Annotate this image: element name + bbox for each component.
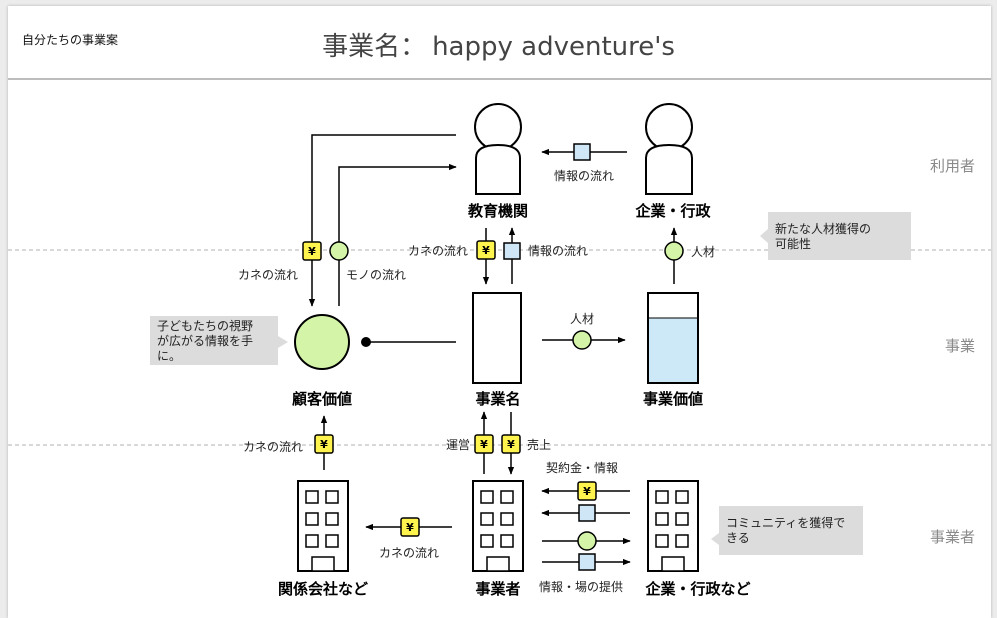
- yen-token-left: [302, 241, 322, 261]
- talent-token-middle: [572, 330, 592, 350]
- info-token-contract: [578, 504, 596, 522]
- building-icon-affiliates: [297, 480, 349, 572]
- node-label-education: 教育機関: [467, 202, 528, 220]
- node-label-business-name: 事業名: [475, 390, 520, 408]
- page-title: 事業名：happy adventure's: [0, 26, 997, 63]
- label-money-flow-affiliates: カネの流れ: [243, 440, 303, 454]
- person-icon-education: [474, 103, 522, 195]
- yen-symbol-bottom: ¥: [406, 521, 414, 534]
- note-child-view-line2: が広がる情報を手: [157, 333, 253, 348]
- label-sales: 売上: [527, 437, 551, 452]
- node-label-company-gov-etc: 企業・行政など: [644, 580, 750, 598]
- arrow-goods-left-top: [338, 163, 457, 306]
- label-money-flow-left: カネの流れ: [238, 268, 298, 282]
- goods-token-left: [329, 241, 349, 261]
- label-info-venue: 情報・場の提供: [539, 579, 623, 594]
- connector-dot: [361, 337, 371, 347]
- node-label-affiliates: 関係会社など: [278, 580, 368, 598]
- label-money-flow-bottom: カネの流れ: [379, 546, 439, 560]
- node-label-customer-value: 顧客価値: [292, 390, 352, 408]
- label-talent-middle: 人材: [570, 312, 594, 326]
- label-talent-top: 人材: [691, 245, 715, 259]
- note-new-talent-line1: 新たな人材獲得の: [775, 221, 871, 236]
- info-token-provide: [578, 553, 596, 571]
- building-icon-operator: [472, 480, 524, 572]
- goods-token-provide: [577, 531, 597, 551]
- note-child-view: 子どもたちの視野 が広がる情報を手 に。: [150, 316, 288, 365]
- label-info-flow-top: 情報の流れ: [554, 169, 614, 183]
- note-community: コミュニティを獲得で きる: [711, 506, 863, 555]
- yen-symbol-sales: ¥: [507, 438, 515, 451]
- corner-label: 自分たちの事業案: [22, 33, 119, 47]
- note-new-talent-line2: 可能性: [775, 237, 811, 251]
- customer-value-circle: [294, 314, 350, 370]
- info-token-center: [503, 242, 521, 260]
- label-money-flow-center: カネの流れ: [408, 244, 468, 258]
- yen-token-operation: [474, 434, 494, 454]
- title-name: happy adventure's: [432, 32, 675, 62]
- yen-token-contract: [577, 481, 597, 501]
- lane-label-operators: 事業者: [930, 528, 975, 546]
- lane-label-business: 事業: [945, 337, 975, 355]
- yen-token-center: [476, 240, 496, 260]
- business-value-container: [647, 292, 699, 384]
- label-info-flow-center: 情報の流れ: [528, 244, 588, 258]
- note-child-view-line3: に。: [157, 349, 181, 363]
- yen-symbol-operation: ¥: [480, 438, 488, 451]
- info-token-top: [573, 143, 591, 161]
- yen-token-bottom: [400, 517, 420, 537]
- label-goods-flow-left: モノの流れ: [346, 268, 406, 282]
- note-new-talent: 新たな人材獲得の 可能性: [760, 212, 911, 260]
- note-child-view-line1: 子どもたちの視野: [157, 318, 253, 333]
- label-operation: 運営: [446, 438, 470, 452]
- business-name-box: [472, 292, 522, 384]
- node-label-operator: 事業者: [475, 580, 520, 598]
- yen-symbol-affiliates: ¥: [320, 438, 328, 451]
- yen-symbol-contract: ¥: [583, 485, 591, 498]
- header-divider: [8, 78, 991, 80]
- yen-symbol-center: ¥: [482, 244, 490, 257]
- talent-token-top: [664, 241, 684, 261]
- title-prefix: 事業名：: [322, 32, 427, 62]
- building-icon-company-gov: [647, 480, 699, 572]
- note-community-line2: きる: [726, 531, 750, 545]
- node-label-business-value: 事業価値: [643, 390, 703, 408]
- yen-token-sales: [501, 434, 521, 454]
- yen-token-affiliates: [314, 434, 334, 454]
- lane-label-users: 利用者: [930, 157, 975, 175]
- label-contract-info: 契約金・情報: [546, 460, 618, 475]
- node-label-company-gov: 企業・行政: [634, 202, 711, 220]
- yen-symbol-left: ¥: [308, 245, 316, 258]
- note-community-line1: コミュニティを獲得で: [726, 515, 845, 530]
- person-icon-company-gov: [645, 103, 693, 195]
